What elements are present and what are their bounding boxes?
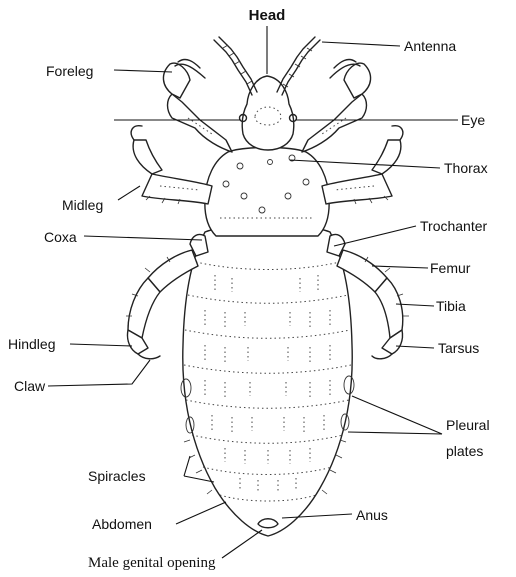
leader-spiracles-1	[184, 456, 190, 476]
leader-tarsus	[396, 346, 434, 348]
label-trochanter: Trochanter	[420, 218, 488, 234]
label-eye: Eye	[461, 112, 485, 128]
leader-genital	[222, 530, 262, 558]
leader-antenna	[322, 42, 400, 46]
label-spiracles: Spiracles	[88, 468, 146, 484]
label-male-genital-opening: Male genital opening	[88, 555, 216, 571]
label-femur: Femur	[430, 260, 471, 276]
label-foreleg: Foreleg	[46, 63, 93, 79]
label-antenna: Antenna	[404, 38, 456, 54]
label-midleg: Midleg	[62, 197, 103, 213]
leader-midleg	[118, 186, 140, 200]
label-plates: plates	[446, 443, 483, 459]
label-thorax: Thorax	[444, 160, 488, 176]
label-hindleg: Hindleg	[8, 336, 55, 352]
label-abdomen: Abdomen	[92, 516, 152, 532]
label-tarsus: Tarsus	[438, 340, 479, 356]
leader-claw	[48, 360, 150, 386]
leader-abdomen	[176, 502, 226, 524]
label-pleural: Pleural	[446, 417, 490, 433]
leader-coxa	[84, 236, 202, 240]
abdomen-body	[183, 225, 352, 537]
label-anus: Anus	[356, 507, 388, 523]
leader-pleural-2	[348, 432, 442, 434]
leader-femur	[372, 266, 428, 268]
foreleg-left	[163, 60, 232, 152]
label-head: Head	[249, 7, 286, 24]
label-coxa: Coxa	[44, 229, 77, 245]
leader-pleural-1	[352, 396, 442, 434]
foreleg-right	[302, 60, 371, 152]
leader-hindleg	[70, 344, 132, 346]
leader-foreleg	[114, 70, 172, 72]
leader-trochanter	[334, 226, 416, 246]
label-tibia: Tibia	[436, 298, 466, 314]
midleg-left	[131, 126, 212, 204]
label-claw: Claw	[14, 378, 46, 394]
